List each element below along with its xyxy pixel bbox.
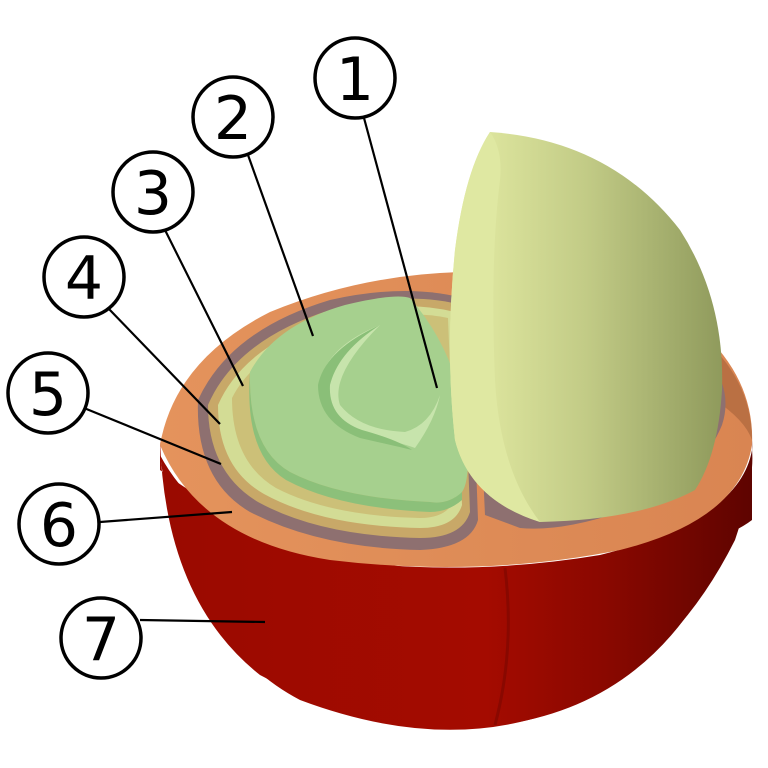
leader-line-2 — [246, 154, 315, 337]
skin-seam — [493, 567, 510, 726]
callout-1: 1 — [313, 36, 397, 120]
leader-line-3 — [163, 227, 244, 387]
callout-number-7: 7 — [82, 605, 120, 675]
cherry-skin-lower — [160, 450, 753, 730]
bean-crease — [319, 325, 440, 448]
callout-2: 2 — [191, 75, 275, 159]
leader-line-4 — [107, 307, 221, 425]
bean-cut-face — [249, 296, 468, 503]
callout-6: 6 — [17, 482, 101, 566]
leader-line-1 — [362, 117, 439, 389]
callout-number-4: 4 — [65, 244, 103, 314]
callout-number-5: 5 — [29, 360, 67, 430]
callout-4: 4 — [42, 235, 126, 319]
callout-number-2: 2 — [214, 84, 252, 154]
bean-crease-shadow — [318, 325, 412, 450]
callout-number-6: 6 — [40, 491, 78, 561]
callout-5: 5 — [6, 351, 90, 435]
callout-number-3: 3 — [134, 159, 172, 229]
leader-line-6 — [99, 510, 233, 524]
callout-7: 7 — [59, 596, 143, 680]
leader-line-5 — [83, 406, 222, 466]
bean-whole-half — [450, 132, 723, 522]
bean-whole-edge — [450, 132, 540, 522]
callout-number-1: 1 — [336, 45, 374, 115]
callout-3: 3 — [111, 150, 195, 234]
leader-line-7 — [139, 618, 266, 624]
